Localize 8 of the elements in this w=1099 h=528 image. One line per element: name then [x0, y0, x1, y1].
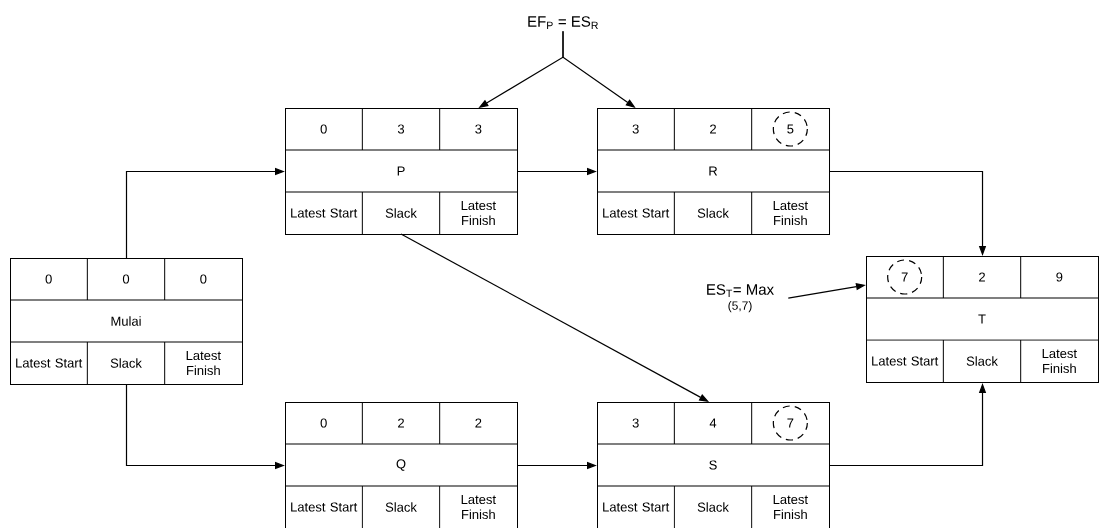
activity-box: 3 2 5 R Latest Start Slack Latest Finish: [596, 107, 830, 235]
activity-box: 7 2 9 T Latest Start Slack Latest Finish: [865, 255, 1099, 383]
activity-box: 0 0 0 Mulai Latest Start Slack Latest Finish: [9, 257, 243, 385]
activity-box: 3 4 7 S Latest Start Slack Latest Finish: [596, 401, 830, 528]
annotation-text: ES$_{T}$= Max (5,7): [707, 284, 774, 313]
annotation-text: EF$_{P}$ = ES$_{R}$: [528, 16, 598, 29]
activity-box: 0 3 3 P Latest Start Slack Latest Finish: [284, 107, 518, 235]
activity-box: 0 2 2 Q Latest Start Slack Latest Finish: [284, 401, 518, 528]
